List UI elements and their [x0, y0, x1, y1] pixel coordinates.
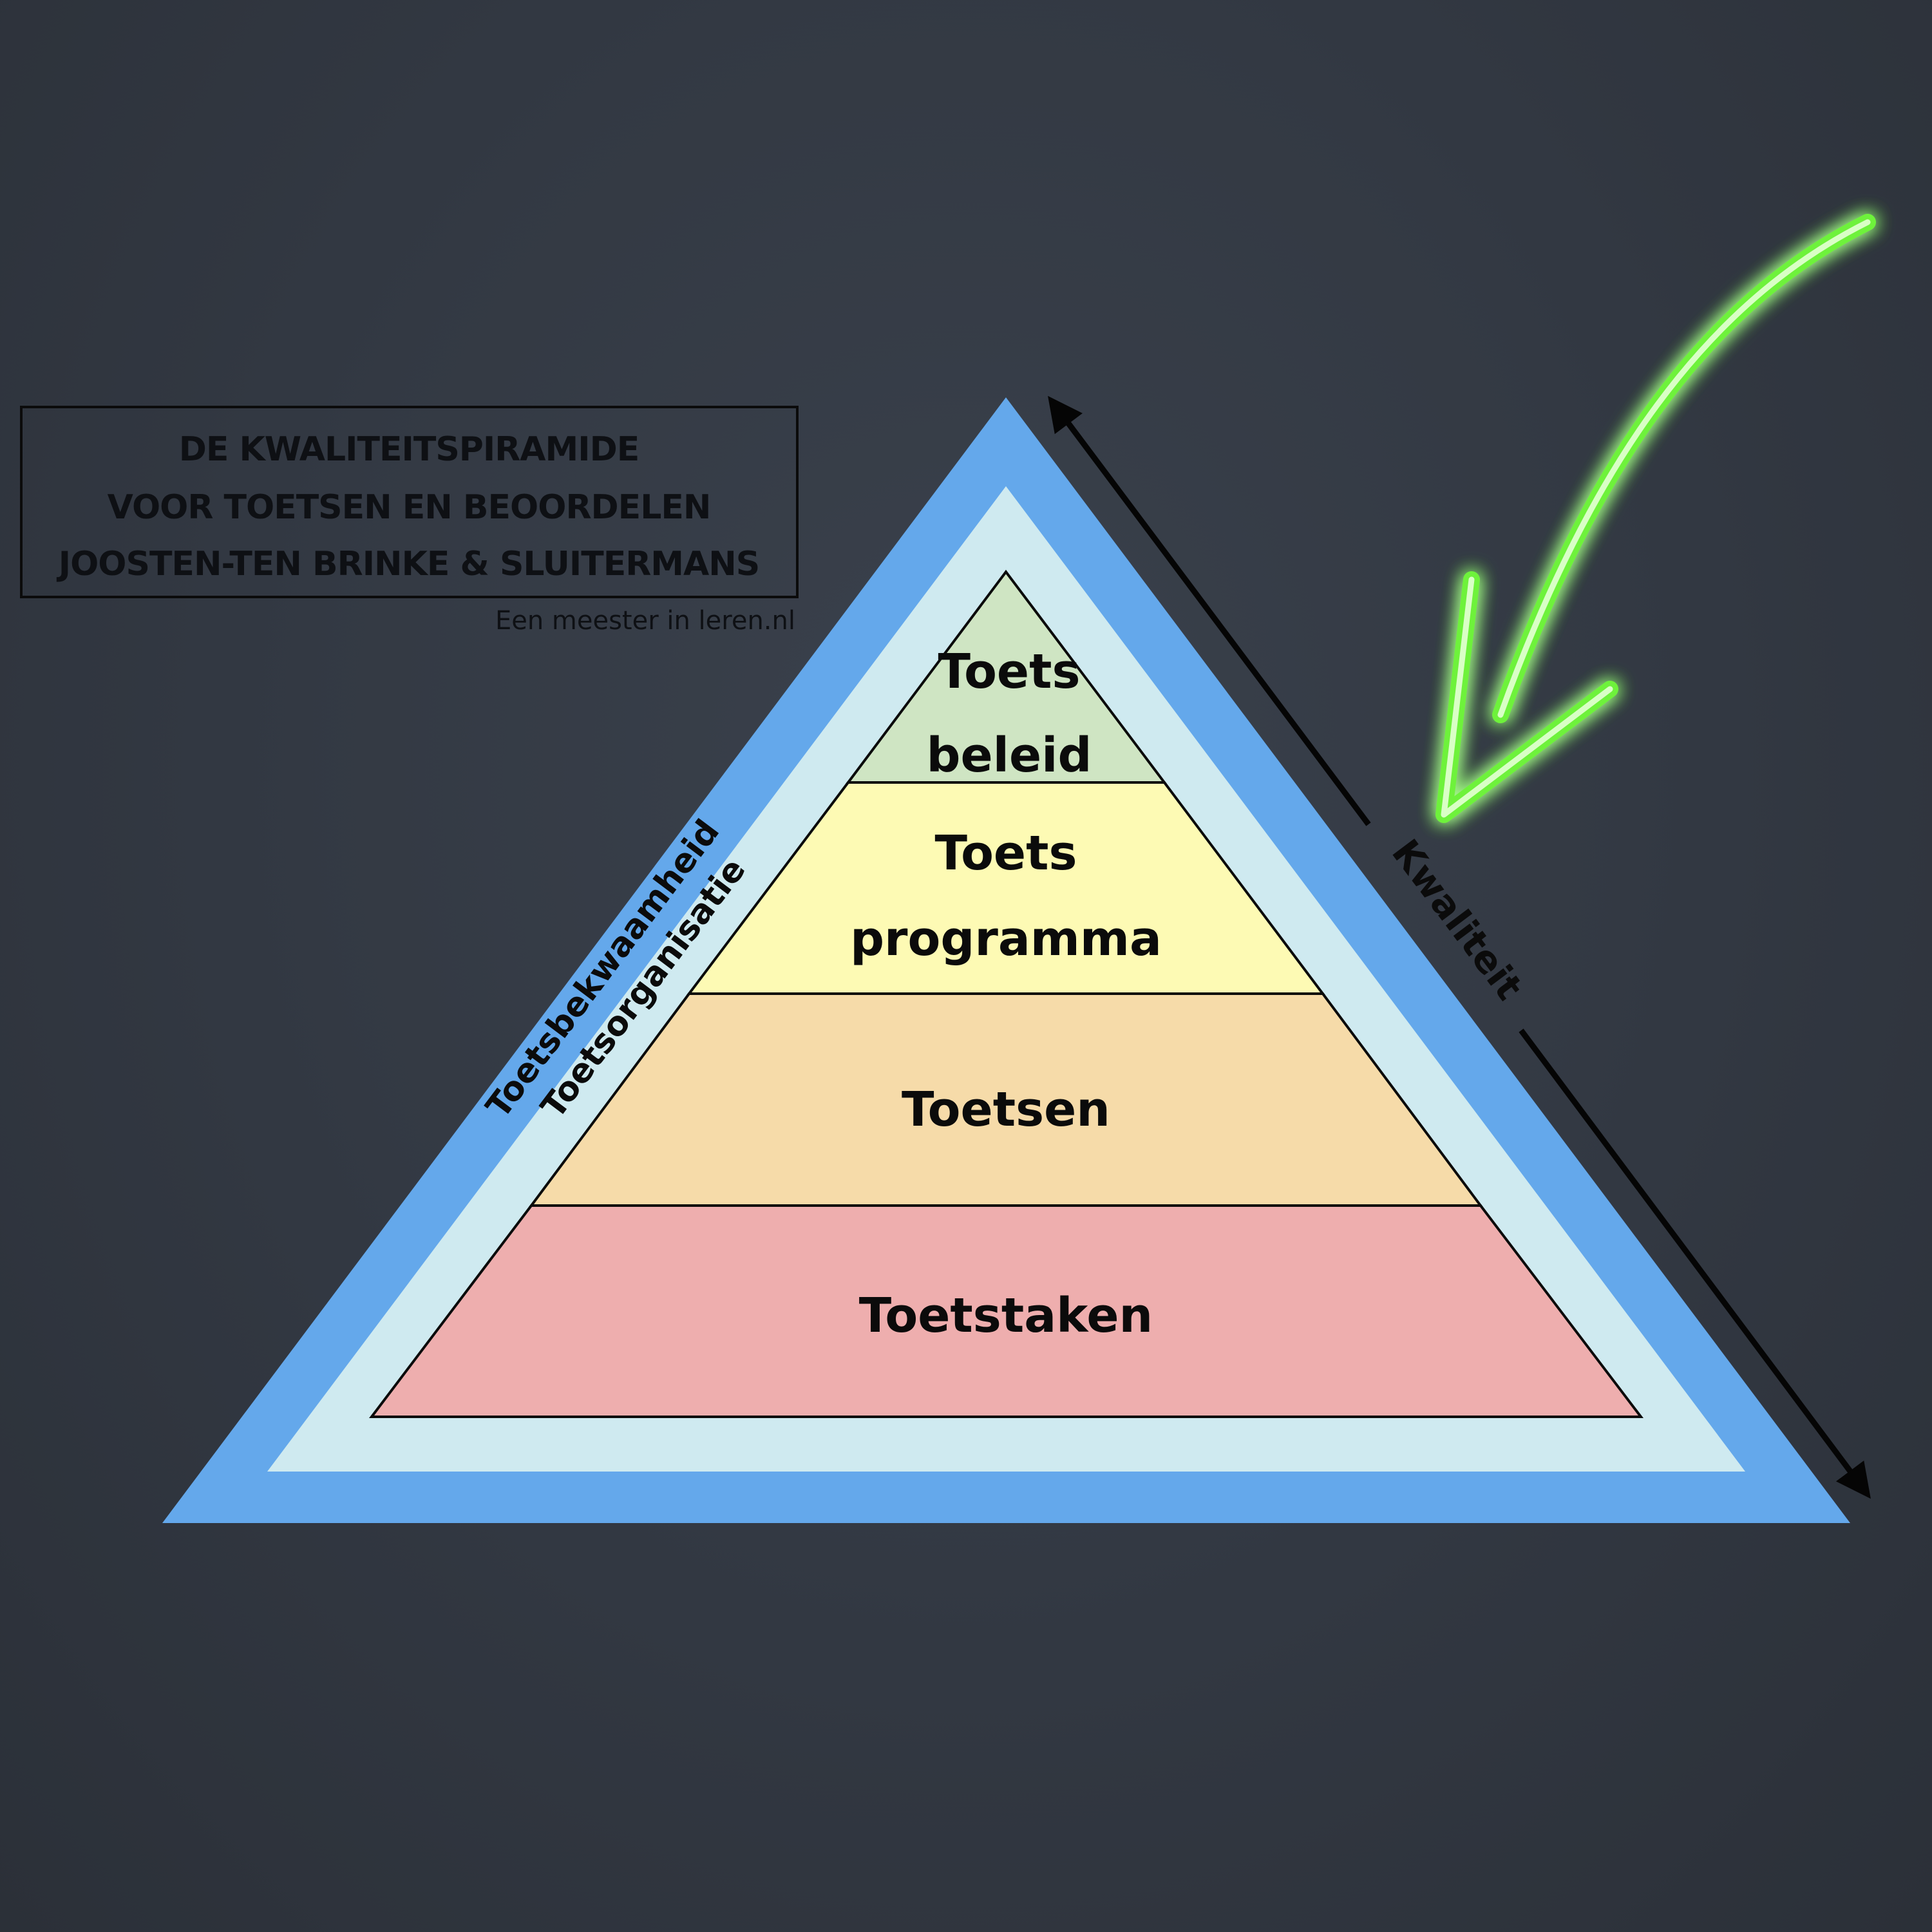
layer-toetsen-label: Toetsen	[902, 1082, 1110, 1137]
credit-text: Een meester in leren.nl	[495, 606, 795, 636]
title-frame	[20, 406, 799, 598]
title-line-3: JOOSTEN-TEN BRINKE & SLUITERMANS	[57, 545, 760, 583]
layer-toetstaken-label: Toetstaken	[859, 1288, 1153, 1343]
title-line-2: VOOR TOETSEN EN BEOORDELEN	[108, 488, 711, 527]
layer-toetsbeleid-line-1: Toets	[938, 644, 1080, 699]
quality-arrow-down	[1519, 1028, 1871, 1499]
layer-toetsprogramma-line-2: programma	[850, 911, 1162, 967]
quality-arrow-up	[1048, 395, 1371, 826]
neon-arrow-icon	[1435, 214, 1876, 823]
layer-toetsbeleid-line-2: beleid	[926, 728, 1092, 783]
title-box: DE KWALITEITSPIRAMIDE VOOR TOETSEN EN BE…	[20, 406, 799, 598]
layer-toetstaken	[368, 1204, 1644, 1418]
title-line-1: DE KWALITEITSPIRAMIDE	[179, 430, 639, 469]
layer-toetsprogramma-line-1: Toets	[934, 826, 1077, 881]
